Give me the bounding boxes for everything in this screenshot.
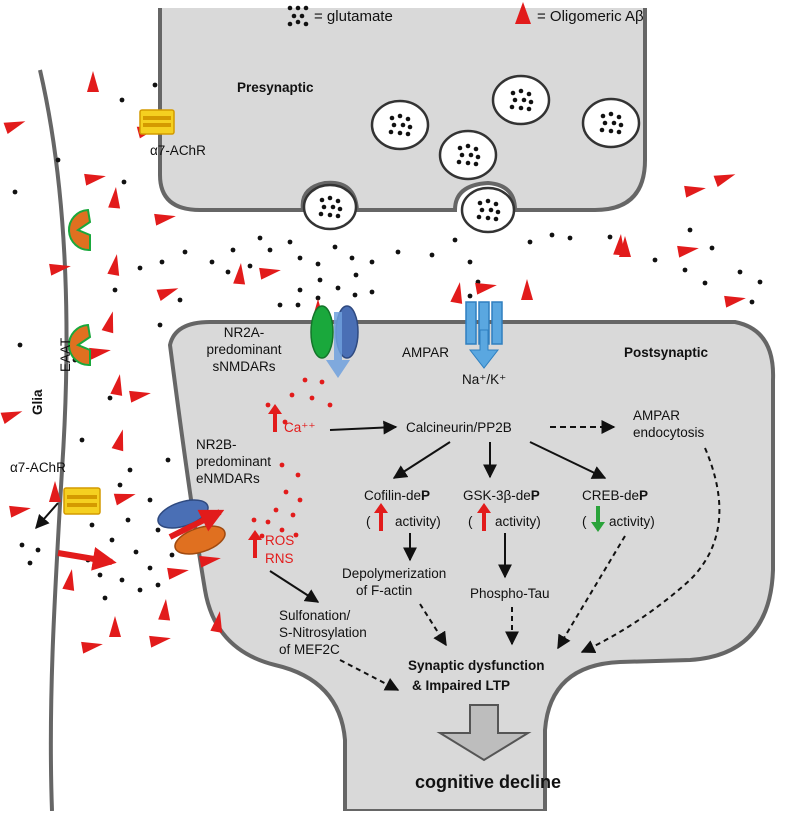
a7-achr-label-glia: α7-AChR — [10, 460, 66, 475]
svg-text:(: ( — [582, 514, 587, 529]
legend-glutamate-icon — [287, 5, 309, 27]
legend: = glutamate = Oligomeric Aβ — [287, 2, 644, 27]
ros-label: ROS — [265, 533, 294, 548]
eaat-transporter-1 — [67, 208, 92, 252]
ampar-label: AMPAR — [402, 345, 449, 360]
synaptic-dysfunction-label: Synaptic dysfunction & Impaired LTP — [408, 658, 545, 693]
calcineurin-label: Calcineurin/PP2B — [406, 420, 512, 435]
vesicle-glutamate — [318, 88, 624, 222]
a7-achr-label-top: α7-AChR — [150, 143, 206, 158]
legend-glutamate-label: = glutamate — [314, 8, 393, 25]
eaat-label: EAAT — [58, 338, 73, 372]
a7-release-arrow — [35, 502, 59, 530]
calcineurin-to-cofilin-arrow — [392, 441, 451, 479]
glia-label: Glia — [30, 389, 45, 415]
svg-text:activity): activity) — [495, 514, 541, 529]
nr2b-activation-arrow — [168, 509, 225, 540]
ca-up-arrow — [268, 404, 282, 432]
svg-text:eNMDARs: eNMDARs — [196, 471, 260, 486]
cognitive-decline-label: cognitive decline — [415, 772, 561, 792]
a7-achr-receptor-glia — [63, 487, 101, 515]
postsynaptic-terminal — [167, 320, 776, 813]
rns-label: RNS — [265, 551, 294, 566]
svg-text:Synaptic dysfunction: Synaptic dysfunction — [408, 658, 545, 673]
legend-abeta-icon — [515, 2, 531, 24]
svg-text:NR2A-: NR2A- — [224, 325, 265, 340]
legend-abeta-label: = Oligomeric Aβ — [537, 8, 644, 25]
eaat-transporter-2 — [67, 323, 92, 367]
svg-text:predominant: predominant — [196, 454, 271, 469]
svg-text:Depolymerization: Depolymerization — [342, 566, 446, 581]
svg-text:CREB-deP: CREB-deP — [582, 488, 648, 503]
svg-text:& Impaired LTP: & Impaired LTP — [412, 678, 510, 693]
svg-text:endocytosis: endocytosis — [633, 425, 705, 440]
svg-text:S-Nitrosylation: S-Nitrosylation — [279, 625, 367, 640]
svg-text:(: ( — [366, 514, 371, 529]
glia-membrane — [38, 69, 69, 812]
svg-text:activity): activity) — [395, 514, 441, 529]
svg-text:(: ( — [468, 514, 473, 529]
cofilin-up-arrow — [374, 503, 388, 531]
svg-text:Cofilin-deP: Cofilin-deP — [364, 488, 430, 503]
ros-up-arrow — [248, 530, 262, 558]
presynaptic-label: Presynaptic — [237, 80, 314, 95]
nr2b-receptor — [157, 499, 226, 555]
calcium-dots — [251, 377, 333, 539]
a7-achr-receptor-top — [139, 109, 175, 135]
ampar-endocytosis-label: AMPAR endocytosis — [633, 408, 705, 440]
nr2b-label: NR2B- predominant eNMDARs — [196, 437, 271, 486]
svg-text:sNMDARs: sNMDARs — [213, 359, 276, 374]
creb-down-arrow — [591, 506, 605, 532]
vesicles — [302, 74, 641, 234]
gsk3b-label: GSK-3β-deP ( activity) — [463, 488, 541, 529]
svg-text:Sulfonation/: Sulfonation/ — [279, 608, 351, 623]
ca-to-calcineurin-arrow — [329, 420, 398, 435]
gsk-up-arrow — [477, 503, 491, 531]
svg-text:GSK-3β-deP: GSK-3β-deP — [463, 488, 540, 503]
ampar-receptor — [465, 301, 503, 369]
postsynaptic-label: Postsynaptic — [624, 345, 709, 360]
depoly-to-synaptic-arrow — [419, 603, 447, 647]
ros-to-sulfonation-arrow — [269, 570, 320, 603]
sulfonation-label: Sulfonation/ S-Nitrosylation of MEF2C — [279, 608, 367, 657]
svg-text:predominant: predominant — [206, 342, 281, 357]
cognitive-decline-arrow — [436, 704, 532, 762]
endocytosis-to-synaptic-arrow — [580, 447, 721, 654]
mef2c-to-synaptic-arrow — [339, 659, 400, 691]
depolymerization-label: Depolymerization of F-actin — [342, 566, 446, 598]
svg-text:NR2B-: NR2B- — [196, 437, 237, 452]
phospho-tau-label: Phospho-Tau — [470, 586, 550, 601]
svg-text:of MEF2C: of MEF2C — [279, 642, 340, 657]
nr2a-receptor — [310, 305, 359, 378]
svg-text:AMPAR: AMPAR — [633, 408, 680, 423]
ca-label: Ca⁺⁺ — [284, 420, 316, 435]
svg-text:of F-actin: of F-actin — [356, 583, 412, 598]
na-k-label: Na⁺/K⁺ — [462, 372, 506, 387]
svg-text:activity): activity) — [609, 514, 655, 529]
nr2a-label: NR2A- predominant sNMDARs — [206, 325, 281, 374]
creb-to-synaptic-arrow — [557, 535, 626, 650]
cofilin-label: Cofilin-deP ( activity) — [364, 488, 441, 529]
creb-label: CREB-deP ( activity) — [582, 488, 655, 529]
glia-glutamate-release-arrow — [57, 547, 117, 571]
calcineurin-to-creb-arrow — [529, 441, 607, 479]
